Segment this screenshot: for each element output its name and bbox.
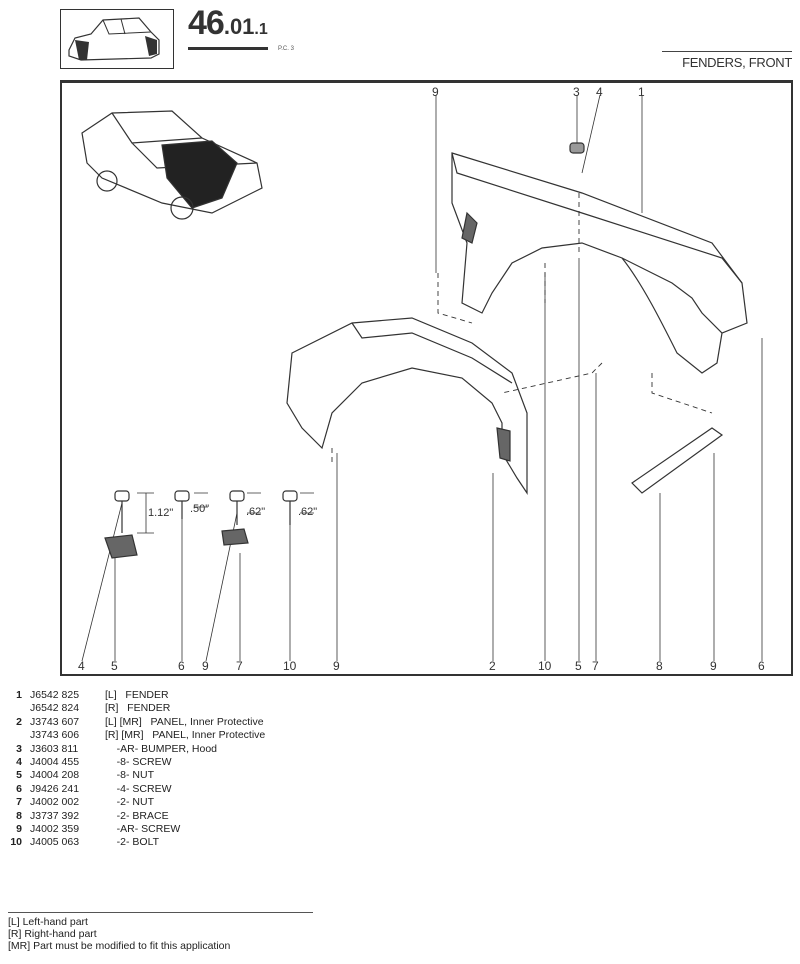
part-number: J3743 607 bbox=[30, 715, 80, 728]
item-number: 1 bbox=[16, 689, 22, 701]
part-number: J4002 359 bbox=[30, 823, 80, 835]
item-number: 8 bbox=[16, 809, 22, 822]
callout: 4 bbox=[596, 85, 603, 99]
item-number: 7 bbox=[16, 796, 22, 809]
page-number: 46.01.1 bbox=[188, 6, 268, 50]
item-number: 2 bbox=[16, 715, 22, 728]
callout: 6 bbox=[758, 659, 765, 673]
part-number: J3743 606 bbox=[30, 729, 80, 742]
footnote: [R] Right-hand part bbox=[8, 928, 97, 940]
part-number: J9426 241 bbox=[30, 782, 80, 795]
pc-label: P.C. 3 bbox=[278, 46, 294, 52]
car-thumbnail bbox=[60, 9, 174, 69]
page-suffix: .1 bbox=[254, 21, 268, 38]
item-number: 3 bbox=[16, 742, 22, 755]
fastener-drawings bbox=[104, 142, 585, 559]
page-main: 46 bbox=[188, 4, 225, 42]
diagram-drawing bbox=[81, 94, 763, 662]
exploded-diagram: 9 3 4 1 4 5 6 9 7 10 9 2 10 5 7 8 9 6 1.… bbox=[60, 80, 793, 676]
part-number: J4005 063 bbox=[30, 836, 80, 849]
item-number: 5 bbox=[16, 769, 22, 782]
part-number: J4002 002 bbox=[30, 796, 80, 809]
part-description: -2- BRACE bbox=[105, 809, 169, 822]
callout: 5 bbox=[111, 659, 118, 673]
part-number: J6542 825 bbox=[30, 689, 80, 701]
callout: 5 bbox=[575, 659, 582, 673]
callout: 7 bbox=[236, 659, 243, 673]
part-number: J4004 208 bbox=[30, 769, 80, 782]
callout: 9 bbox=[333, 659, 340, 673]
callout: 1 bbox=[638, 85, 645, 99]
callout: 10 bbox=[283, 659, 297, 673]
dimension-label: .62" bbox=[298, 506, 318, 518]
item-number: 6 bbox=[16, 782, 22, 795]
dimension-label: .50" bbox=[190, 503, 210, 515]
callout: 9 bbox=[432, 85, 439, 99]
part-number: J6542 824 bbox=[30, 702, 80, 715]
part-description: [L] [MR] PANEL, Inner Protective bbox=[105, 715, 264, 728]
part-description: -4- SCREW bbox=[105, 782, 172, 795]
part-description: -8- SCREW bbox=[105, 756, 172, 768]
part-description: -2- BOLT bbox=[105, 836, 160, 849]
callout: 8 bbox=[656, 659, 663, 673]
part-description: -2- NUT bbox=[105, 796, 154, 809]
inner-panel-drawing bbox=[286, 317, 528, 495]
item-number: 10 bbox=[10, 836, 22, 849]
dimension-label: .62" bbox=[246, 506, 266, 518]
part-description: -AR- BUMPER, Hood bbox=[105, 742, 218, 755]
car-illustration bbox=[81, 110, 263, 220]
part-description: [R] FENDER bbox=[105, 702, 171, 715]
part-description: -8- NUT bbox=[105, 769, 154, 782]
footnotes: [L] Left-hand part [R] Right-hand part [… bbox=[8, 916, 230, 952]
part-description: [R] [MR] PANEL, Inner Protective bbox=[105, 729, 266, 742]
callout: 2 bbox=[489, 659, 496, 673]
part-number: J3737 392 bbox=[30, 809, 80, 822]
car-outline-icon bbox=[68, 17, 160, 61]
item-number: 4 bbox=[16, 756, 22, 768]
callout: 4 bbox=[78, 659, 85, 673]
part-description: [L] FENDER bbox=[105, 689, 169, 701]
dimension-label: 1.12" bbox=[148, 507, 174, 519]
callout: 9 bbox=[710, 659, 717, 673]
part-description: -AR- SCREW bbox=[105, 823, 181, 835]
section-title: FENDERS, FRONT bbox=[662, 51, 792, 70]
brace-drawing bbox=[631, 427, 724, 494]
page-sub: .01 bbox=[223, 14, 255, 39]
callout: 7 bbox=[592, 659, 599, 673]
callout: 3 bbox=[573, 85, 580, 99]
footnote: [L] Left-hand part bbox=[8, 916, 88, 928]
callout: 9 bbox=[202, 659, 209, 673]
part-number: J3603 811 bbox=[30, 742, 79, 755]
part-number: J4004 455 bbox=[30, 756, 80, 768]
fender-drawing bbox=[451, 152, 748, 374]
footnote-divider bbox=[8, 912, 313, 913]
item-number: 9 bbox=[16, 823, 22, 835]
callout: 6 bbox=[178, 659, 185, 673]
callout: 10 bbox=[538, 659, 552, 673]
footnote: [MR] Part must be modified to fit this a… bbox=[8, 940, 231, 952]
